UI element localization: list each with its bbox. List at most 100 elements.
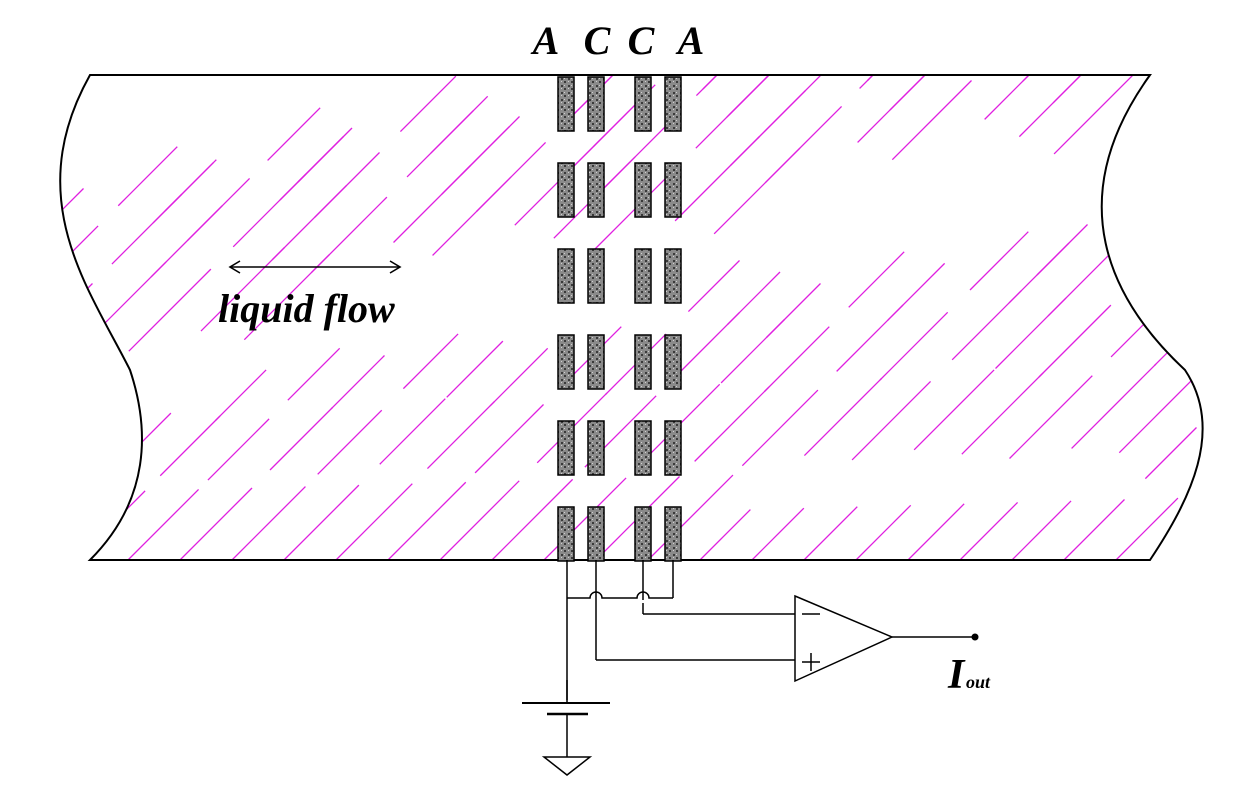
electrode-pad <box>557 334 575 390</box>
hatch-line <box>803 378 882 457</box>
hatch-line <box>0 173 47 229</box>
hatch-line <box>0 276 48 354</box>
hatch-line <box>913 369 995 451</box>
hatch-line <box>726 271 781 326</box>
electrode-pad <box>557 248 575 304</box>
hatch-line <box>19 0 97 45</box>
hatch-line <box>297 127 353 183</box>
electrode-label-anode-right: A <box>675 18 705 63</box>
electrode-pad <box>634 162 652 218</box>
hatch-line <box>1144 427 1197 480</box>
hatch-line <box>60 424 108 482</box>
hatch-line <box>647 474 734 560</box>
hatch-line <box>855 504 912 560</box>
hatch-line <box>1047 254 1110 317</box>
electrode-pad <box>587 162 605 218</box>
hatch-line <box>489 347 549 407</box>
hatch-line <box>314 152 380 218</box>
hatch-line <box>803 506 858 560</box>
hatch-line <box>60 188 84 247</box>
hatch-line <box>751 507 805 560</box>
hatch-line <box>766 283 821 338</box>
hatch-line <box>426 401 495 470</box>
hatch-line <box>887 262 946 321</box>
hatch-line <box>387 481 467 560</box>
hatch-line <box>9 0 77 3</box>
hatch-line <box>992 0 1062 60</box>
electrode-pad <box>664 334 682 390</box>
hatch-line <box>0 214 58 281</box>
hatch-line <box>159 415 221 477</box>
hatch-line <box>1118 366 1203 454</box>
hatch-line <box>476 141 547 212</box>
hatch-line <box>207 418 270 481</box>
electrode-labels: A C C A <box>530 18 705 63</box>
hatch-line <box>991 10 1042 61</box>
hatch-line <box>152 0 233 16</box>
ground-symbol-icon <box>541 756 593 776</box>
hatch-line <box>1156 0 1230 52</box>
electrode-pad <box>634 76 652 132</box>
hatch-line <box>1171 0 1236 37</box>
hatch-line <box>1227 269 1241 345</box>
electrode-pad <box>664 248 682 304</box>
hatch-line <box>1128 182 1182 236</box>
hatch-line <box>959 501 1019 560</box>
hatch-line <box>128 268 212 352</box>
circuit-wiring <box>566 560 975 700</box>
hatch-line <box>310 196 388 274</box>
hatch-line <box>3 422 58 477</box>
battery-symbol-icon <box>522 680 610 757</box>
channel-outline <box>59 74 1204 561</box>
hatch-line <box>283 484 360 560</box>
hatch-line <box>75 490 146 560</box>
electrode-pad <box>587 76 605 132</box>
hatch-line <box>694 386 770 462</box>
hatch-line <box>315 0 401 9</box>
hatch-line <box>115 0 167 1</box>
hatch-line <box>330 355 385 410</box>
hatch-line <box>603 116 676 189</box>
hatch-line <box>49 0 129 67</box>
hatch-line <box>848 251 905 308</box>
hatch-line <box>164 159 217 212</box>
hatch-line <box>756 75 824 140</box>
hatch-line <box>335 483 413 560</box>
hatch-line <box>1145 0 1208 11</box>
hatch-line <box>446 340 504 398</box>
hatch-line <box>1153 290 1203 367</box>
electrode-pad <box>557 506 575 562</box>
double-arrow-icon <box>228 260 402 274</box>
hatch-line <box>60 225 99 295</box>
hatch-line <box>699 509 751 560</box>
hatch-line <box>1220 495 1241 560</box>
hatch-line <box>646 383 721 458</box>
hatch-line <box>728 75 785 116</box>
hatch-line <box>439 480 520 560</box>
hatch-line <box>867 75 926 81</box>
hatch-line <box>1110 283 1185 358</box>
flow-label: liquid flow <box>218 286 395 331</box>
hatch-line <box>764 105 843 184</box>
electrode-pad <box>587 248 605 304</box>
electrode-pad <box>634 506 652 562</box>
hatch-line <box>1063 499 1125 560</box>
hatch-line <box>0 269 3 345</box>
output-label-sub: out <box>966 672 991 692</box>
electrode-pad <box>664 162 682 218</box>
hatch-line <box>1115 497 1179 560</box>
hatch-line <box>1038 304 1112 378</box>
hatch-line <box>60 283 93 364</box>
electrode-pad <box>587 506 605 562</box>
hatch-line <box>0 0 65 24</box>
electrode-pad <box>587 334 605 390</box>
hatch-line <box>969 231 1029 291</box>
hatch-line <box>1167 496 1203 560</box>
hatch-line <box>35 0 104 29</box>
hatch-line <box>491 478 574 560</box>
hatch-line <box>127 488 200 560</box>
hatch-line <box>841 0 897 55</box>
hatch-line <box>182 0 265 38</box>
hatch-line <box>687 260 740 313</box>
hatch-line <box>1036 224 1088 276</box>
